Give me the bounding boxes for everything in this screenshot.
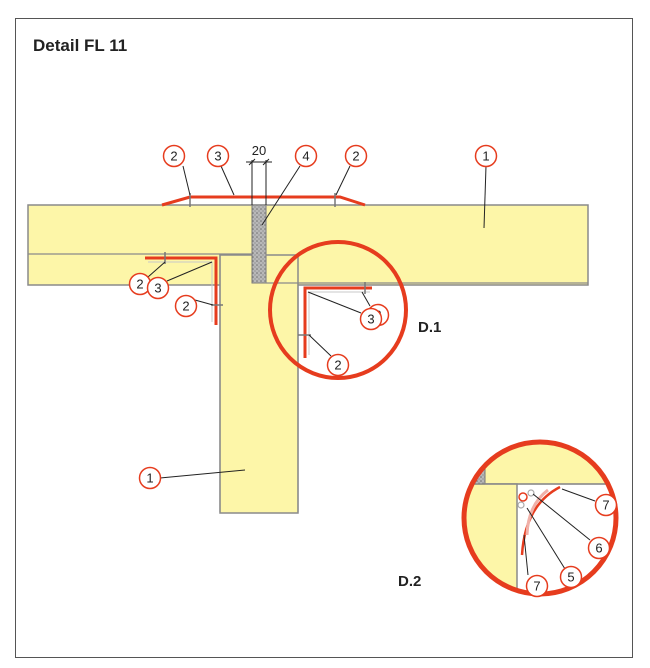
horizontal-panel — [27, 204, 589, 286]
callout-6: 6 — [587, 536, 611, 560]
leader-line — [483, 165, 487, 229]
svg-text:1: 1 — [146, 471, 153, 486]
top-flashing — [161, 195, 366, 207]
callout-1: 1 — [474, 144, 498, 168]
leader-line — [526, 507, 566, 570]
leader-line — [159, 469, 246, 479]
svg-text:7: 7 — [533, 579, 540, 594]
svg-text:2: 2 — [352, 149, 359, 164]
leader-line — [307, 291, 362, 314]
svg-text:3: 3 — [214, 149, 221, 164]
svg-text:2: 2 — [334, 358, 341, 373]
svg-text:7: 7 — [602, 498, 609, 513]
left-corner-flashing — [145, 256, 218, 325]
callout-2: 2 — [344, 144, 368, 168]
leader-line — [194, 299, 214, 306]
leader-line — [182, 165, 191, 196]
callout-5: 5 — [559, 565, 583, 589]
leader-line — [361, 291, 371, 307]
dimension-tick — [248, 158, 256, 166]
detail-circle-d1 — [268, 240, 408, 380]
callout-3: 3 — [359, 307, 383, 331]
leader-line — [335, 165, 351, 196]
svg-text:6: 6 — [595, 541, 602, 556]
callout-3: 3 — [206, 144, 230, 168]
leader-line — [147, 261, 166, 278]
callout-2: 2 — [174, 294, 198, 318]
dimension-value: 20 — [252, 143, 266, 158]
svg-text:4: 4 — [302, 149, 309, 164]
leader-line — [261, 165, 301, 226]
svg-text:3: 3 — [154, 281, 161, 296]
callout-3: 3 — [146, 276, 170, 300]
leader-line — [220, 165, 235, 196]
leader-line — [561, 488, 596, 502]
svg-text:2: 2 — [182, 299, 189, 314]
svg-text:2: 2 — [136, 277, 143, 292]
vertical-panel — [219, 254, 299, 514]
detail-label-d2: D.2 — [398, 573, 421, 590]
callout-2: 2 — [128, 272, 152, 296]
callout-4: 4 — [294, 144, 318, 168]
callout-7: 7 — [594, 493, 618, 517]
leader-line — [523, 534, 529, 576]
svg-text:5: 5 — [567, 570, 574, 585]
drawing-frame — [15, 18, 633, 658]
joint-filler — [251, 204, 267, 284]
svg-text:3: 3 — [367, 312, 374, 327]
leader-line — [532, 493, 591, 541]
callout-7: 7 — [525, 574, 549, 598]
callout-1: 1 — [138, 466, 162, 490]
detail-label-d1: D.1 — [418, 319, 441, 336]
svg-text:2: 2 — [170, 149, 177, 164]
callout-2: 2 — [326, 353, 350, 377]
svg-text:1: 1 — [482, 149, 489, 164]
detail-title: Detail FL 11 — [33, 36, 128, 55]
callout-2: 2 — [162, 144, 186, 168]
leader-line — [308, 334, 332, 357]
leader-line — [166, 261, 213, 282]
dimension-tick — [262, 158, 270, 166]
